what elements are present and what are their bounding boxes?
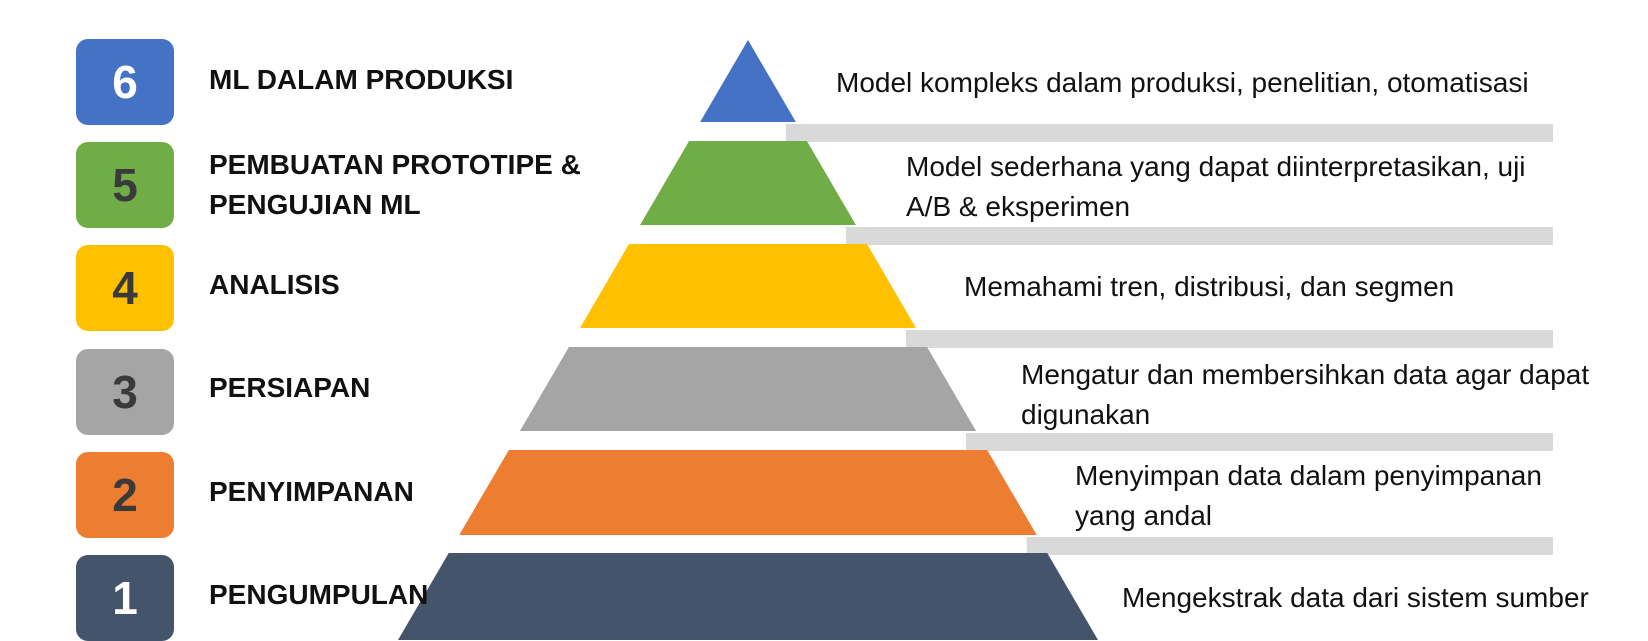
level-description-6: Model kompleks dalam produksi, penelitia… bbox=[836, 67, 1529, 98]
level-badge-4: 4 bbox=[76, 245, 174, 331]
connector-bar-4 bbox=[906, 330, 1553, 348]
level-title-3: PERSIAPAN bbox=[209, 372, 371, 403]
level-description-1: Mengekstrak data dari sistem sumber bbox=[1122, 582, 1589, 613]
pyramid-tier-6 bbox=[700, 40, 796, 122]
level-badge-5: 5 bbox=[76, 142, 174, 228]
level-title-2: PENYIMPANAN bbox=[209, 476, 414, 507]
level-badge-2: 2 bbox=[76, 452, 174, 538]
level-description-2: Menyimpan data dalam penyimpanan yang an… bbox=[1075, 460, 1542, 531]
level-description-5: Model sederhana yang dapat diinterpretas… bbox=[906, 151, 1526, 222]
level-badge-6: 6 bbox=[76, 39, 174, 125]
pyramid-tier-4 bbox=[580, 244, 916, 328]
level-title-5: PEMBUATAN PROTOTIPE & PENGUJIAN ML bbox=[209, 149, 581, 220]
level-title-1: PENGUMPULAN bbox=[209, 579, 429, 610]
level-title-6: ML DALAM PRODUKSI bbox=[209, 64, 514, 95]
level-badge-1: 1 bbox=[76, 555, 174, 641]
level-title-4: ANALISIS bbox=[209, 269, 340, 300]
level-description-4: Memahami tren, distribusi, dan segmen bbox=[964, 271, 1455, 302]
connector-bar-2 bbox=[1026, 537, 1553, 555]
pyramid-tier-5 bbox=[640, 141, 856, 225]
level-badge-3: 3 bbox=[76, 349, 174, 435]
connector-bar-3 bbox=[966, 433, 1553, 451]
connector-bar-6 bbox=[785, 124, 1553, 142]
level-description-3: Mengatur dan membersihkan data agar dapa… bbox=[1021, 359, 1590, 430]
pyramid-tier-3 bbox=[519, 347, 977, 431]
pyramid-tier-1 bbox=[398, 553, 1098, 640]
pyramid-tier-2 bbox=[459, 450, 1037, 535]
connector-bar-5 bbox=[845, 227, 1553, 245]
